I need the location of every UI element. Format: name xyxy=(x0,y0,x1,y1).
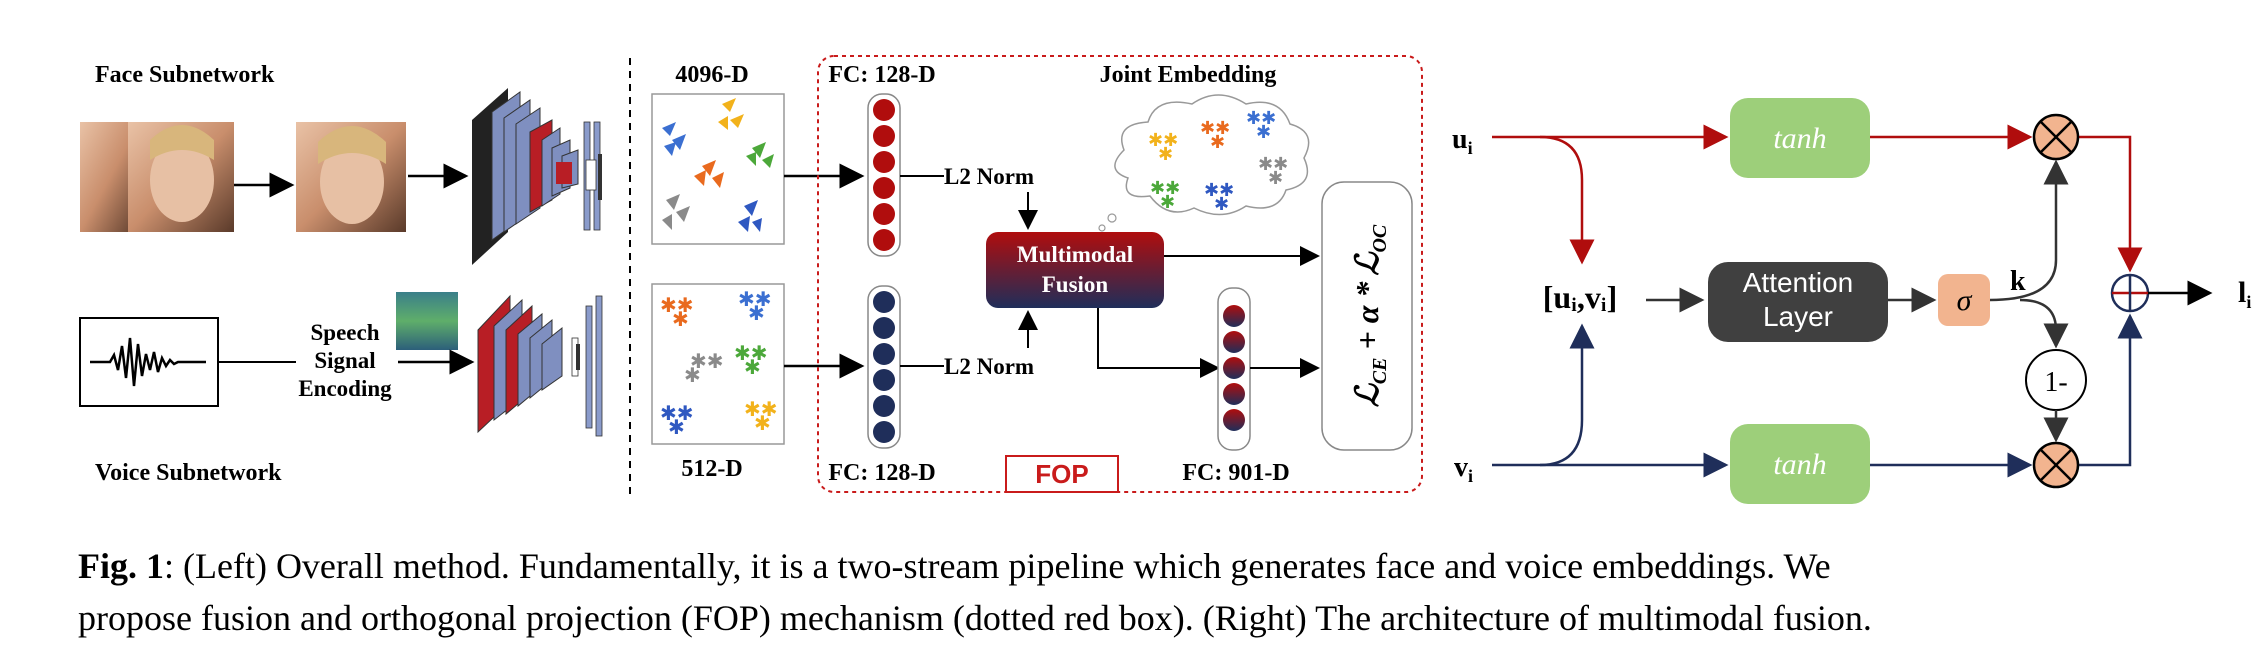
figure-caption: Fig. 1: (Left) Overall method. Fundament… xyxy=(78,540,2228,644)
svg-text:✱✱: ✱✱ xyxy=(744,397,778,421)
joint-embedding-label: Joint Embedding xyxy=(1100,62,1277,88)
attention-layer-box xyxy=(1708,262,1888,342)
attention-line2: Layer xyxy=(1763,301,1833,332)
k-label: k xyxy=(2010,266,2026,297)
l2-norm-bottom: L2 Norm xyxy=(944,354,1034,379)
spectrogram xyxy=(396,292,458,350)
multimodal-fusion-box xyxy=(986,232,1164,308)
svg-text:✱: ✱ xyxy=(672,307,689,331)
one-minus-label: 1- xyxy=(2044,367,2067,398)
multiply-top-node xyxy=(2032,113,2080,161)
multiply-bottom-node xyxy=(2032,441,2080,489)
figure-diagram: Face Subnetwork Voice Subnetwork Speech … xyxy=(79,55,2251,504)
fusion-line1: Multimodal xyxy=(1017,242,1133,267)
sigma-label: σ xyxy=(1957,284,1973,317)
fop-label: FOP xyxy=(1035,459,1088,489)
svg-text:✱: ✱ xyxy=(1268,168,1283,189)
face-images xyxy=(80,122,406,232)
sigma-box xyxy=(1938,274,1990,326)
tanh-top-box xyxy=(1730,98,1870,178)
output-label: li xyxy=(2238,276,2251,312)
voice-cnn-layers xyxy=(477,294,603,437)
tanh-bottom-box xyxy=(1730,424,1870,504)
face-embedding-box xyxy=(651,93,785,245)
tanh-top-label: tanh xyxy=(1773,122,1826,155)
waveform xyxy=(90,337,206,387)
svg-text:✱: ✱ xyxy=(1256,122,1271,143)
fop-box xyxy=(817,55,1423,493)
dim-512-label: 512-D xyxy=(681,456,742,482)
svg-text:✱: ✱ xyxy=(684,363,701,387)
svg-text:✱✱: ✱✱ xyxy=(690,349,724,373)
svg-text:✱✱: ✱✱ xyxy=(1246,108,1276,129)
fc-901-neurons xyxy=(1223,305,1245,431)
attention-line1: Attention xyxy=(1743,267,1854,298)
fc-top-label: FC: 128-D xyxy=(828,62,935,88)
svg-text:✱: ✱ xyxy=(1158,144,1173,165)
voice-embedding-clusters: ✱✱✱ ✱✱✱ ✱✱✱ ✱✱✱ ✱✱✱ ✱✱✱ xyxy=(660,287,778,439)
caption-line1: Fig. 1: (Left) Overall method. Fundament… xyxy=(78,546,1831,586)
face-cnn-layers xyxy=(472,88,602,265)
joint-embedding-clusters: ✱✱✱ ✱✱✱ ✱✱✱ ✱✱✱ ✱✱✱ ✱✱✱ xyxy=(1148,108,1288,215)
fop-label-box xyxy=(1005,455,1119,493)
face-subnetwork-label: Face Subnetwork xyxy=(95,62,275,88)
add-node xyxy=(2110,273,2150,313)
svg-text:✱: ✱ xyxy=(754,411,771,435)
speech-line1: Speech xyxy=(311,320,380,345)
svg-text:✱✱: ✱✱ xyxy=(1200,118,1230,139)
caption-fig-label: Fig. 1 xyxy=(78,546,164,586)
v-input: vi xyxy=(1454,452,1473,486)
svg-text:✱: ✱ xyxy=(748,301,765,325)
svg-text:✱: ✱ xyxy=(668,415,685,439)
svg-text:✱✱: ✱✱ xyxy=(660,293,694,317)
svg-text:✱: ✱ xyxy=(1214,194,1229,215)
speech-line2: Signal xyxy=(314,348,375,373)
concat-label: [uᵢ,vᵢ] xyxy=(1543,279,1617,315)
face-embedding-clusters xyxy=(662,98,774,232)
svg-text:✱✱: ✱✱ xyxy=(738,287,772,311)
loss-formula: ℒCE + α *ℒOC xyxy=(1349,224,1391,407)
dim-4096-label: 4096-D xyxy=(675,62,748,88)
svg-text:✱: ✱ xyxy=(1210,132,1225,153)
fc-bottom-neurons xyxy=(873,291,895,443)
loss-box xyxy=(1321,181,1413,451)
svg-text:✱: ✱ xyxy=(744,355,761,379)
fusion-line2: Fusion xyxy=(1042,272,1109,297)
svg-text:✱: ✱ xyxy=(1160,192,1175,213)
fc-901-label: FC: 901-D xyxy=(1182,460,1289,486)
l2-norm-top: L2 Norm xyxy=(944,164,1034,189)
svg-text:✱✱: ✱✱ xyxy=(1258,154,1288,175)
voice-subnetwork-label: Voice Subnetwork xyxy=(95,460,282,486)
svg-text:✱✱: ✱✱ xyxy=(734,341,768,365)
voice-embedding-box xyxy=(651,283,785,445)
svg-text:✱✱: ✱✱ xyxy=(660,401,694,425)
u-input: ui xyxy=(1452,124,1473,158)
fc-bottom-label: FC: 128-D xyxy=(828,460,935,486)
caption-line2: propose fusion and orthogonal projection… xyxy=(78,598,1872,638)
svg-text:✱✱: ✱✱ xyxy=(1204,180,1234,201)
tanh-bottom-label: tanh xyxy=(1773,448,1826,481)
joint-embedding-cloud xyxy=(1114,94,1310,216)
svg-text:✱✱: ✱✱ xyxy=(1148,130,1178,151)
fc-top-neurons xyxy=(873,99,895,251)
speech-line3: Encoding xyxy=(298,376,392,401)
svg-text:✱✱: ✱✱ xyxy=(1150,178,1180,199)
